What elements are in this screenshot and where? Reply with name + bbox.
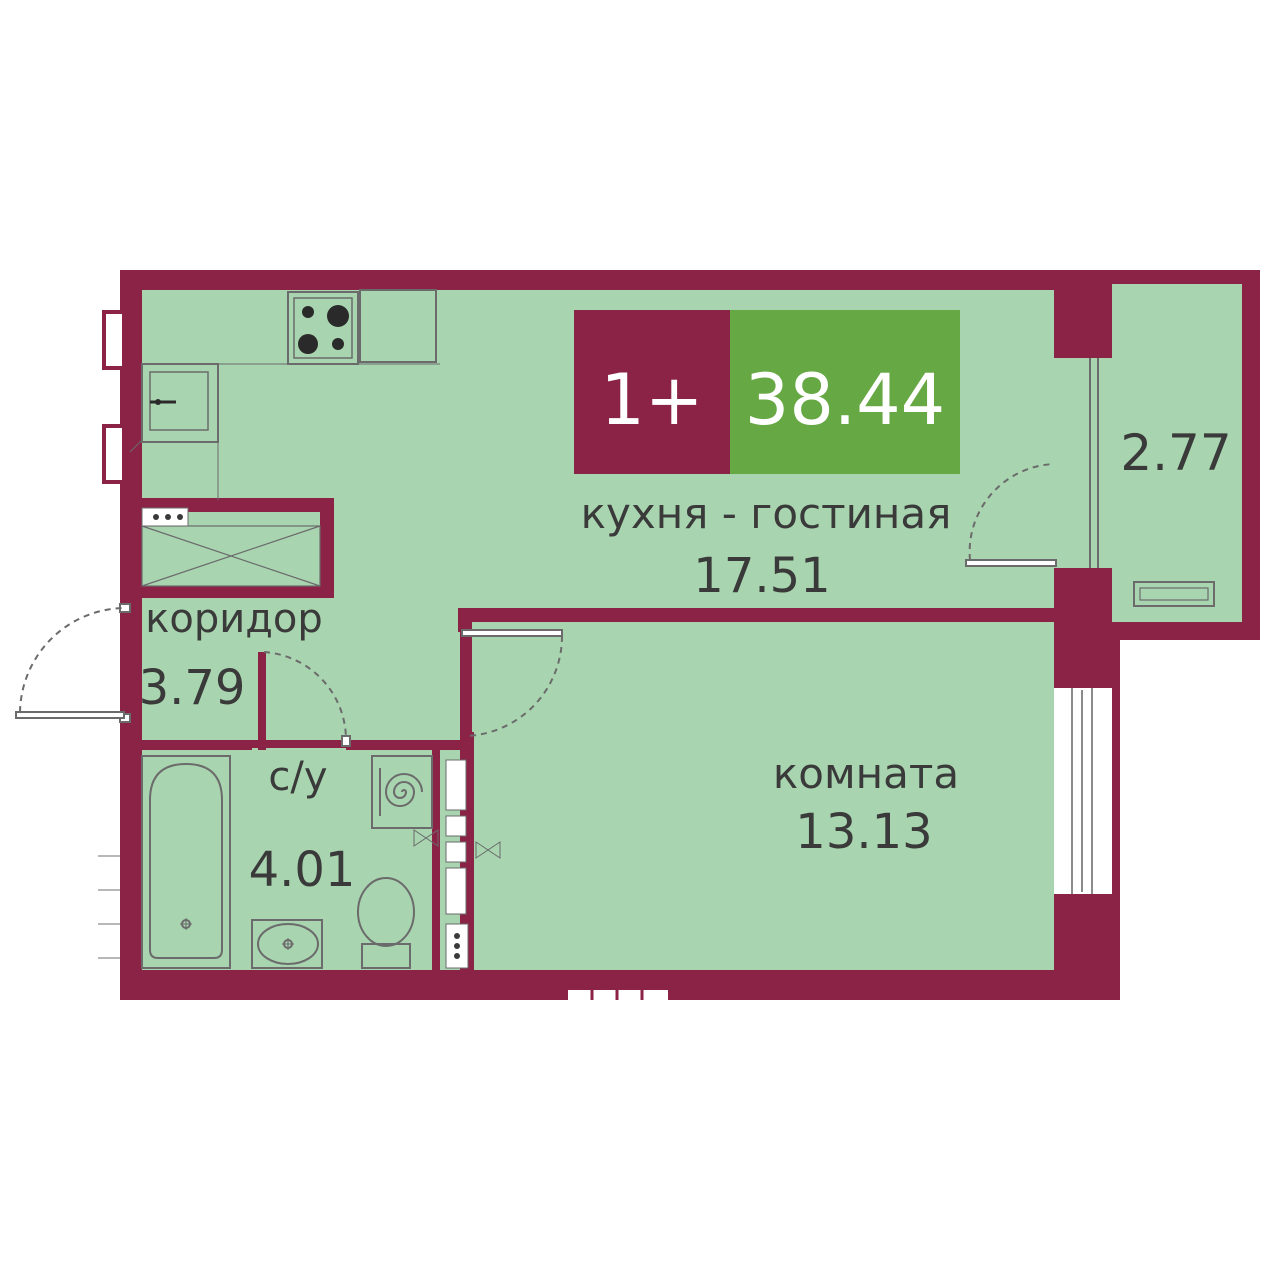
room-area: 13.13 [795, 804, 932, 860]
window-kitchen-left-1 [102, 310, 126, 370]
entrance-door [15, 603, 131, 723]
wall-balcony-divider-top [1054, 270, 1112, 358]
window-kitchen-left-2 [102, 424, 126, 484]
window-room-right [1054, 688, 1112, 894]
wall-kitchen-room-divider [458, 608, 1054, 622]
bathroom-area: 4.01 [249, 842, 356, 898]
wall-balcony-divider-bottom [1054, 568, 1112, 622]
kitchen-living-area: 17.51 [693, 548, 830, 604]
radiator-icon [1133, 581, 1215, 607]
floor-bathroom [142, 748, 432, 970]
electrical-panel-icon [141, 507, 189, 527]
balcony-area: 2.77 [1120, 424, 1231, 482]
balcony-door [965, 463, 1057, 567]
bathroom-name: с/у [268, 754, 327, 800]
wall-wardrobe-right [320, 498, 334, 594]
toilet-icon [357, 877, 415, 969]
bathtub-icon [141, 755, 231, 969]
washing-machine-icon [371, 755, 433, 829]
wardrobe-icon [141, 525, 321, 587]
wall-bath-top-left [120, 740, 252, 750]
corridor-area: 3.79 [139, 660, 246, 716]
valve-icon [413, 829, 501, 859]
floor-room [472, 620, 1054, 970]
room-door [461, 629, 564, 737]
window-bottom-vent [568, 990, 668, 1000]
sink-icon [129, 363, 219, 453]
floor-corridor [142, 500, 460, 740]
kitchen-living-name: кухня - гостиная [581, 489, 952, 538]
window-balcony-glazing [1054, 358, 1112, 568]
bathroom-door [263, 651, 351, 747]
badge-rooms: 1+ [600, 359, 703, 441]
floor-balcony [1112, 284, 1242, 622]
room-labels: кухня - гостиная 17.51 2.77 коридор 3.79… [139, 424, 1232, 898]
apartment-badge: 1+ 38.44 [574, 310, 960, 474]
wall-corridor-partition [258, 652, 266, 750]
badge-total-area: 38.44 [745, 359, 945, 441]
room-name: комната [773, 749, 959, 798]
washbasin-icon [251, 919, 323, 969]
wall-bath-top-right [346, 740, 472, 750]
badge-area-bg [730, 310, 960, 474]
corridor-name: коридор [145, 596, 323, 642]
stove-icon [287, 291, 359, 365]
shaft-fixtures [445, 759, 469, 969]
windows [98, 310, 1112, 1000]
window-bath-left [98, 822, 120, 1000]
interior-walls [120, 270, 1112, 972]
badge-rooms-bg [574, 310, 730, 474]
wall-wardrobe-bottom [120, 586, 334, 598]
wall-divider-stub [458, 608, 472, 632]
